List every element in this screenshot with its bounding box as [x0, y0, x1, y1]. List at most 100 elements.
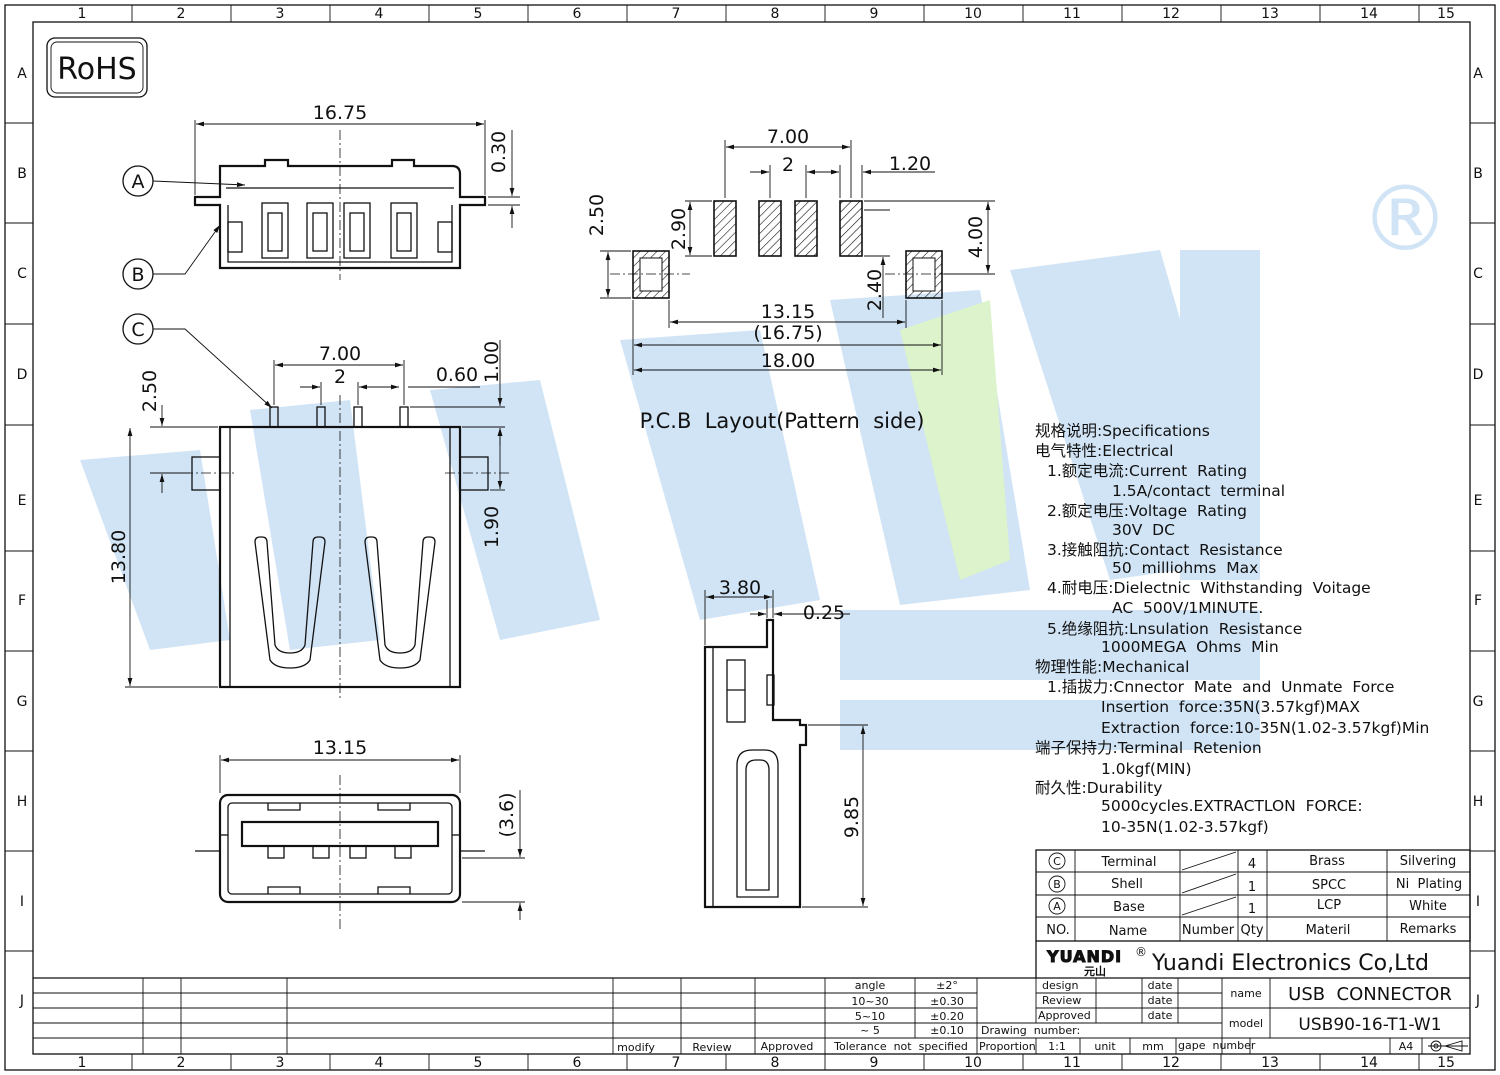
- bom-header-number: Number: [1182, 923, 1235, 938]
- border-column-label: 2: [177, 6, 186, 22]
- dim-top-height: 0.30: [488, 131, 510, 173]
- border-row-label: B: [1473, 166, 1483, 182]
- dim-pcb-peg-offset: 2.50: [586, 194, 608, 236]
- dim-pcb-peg-gap: 2.40: [864, 269, 886, 311]
- tolerance-angle-label: angle: [855, 979, 886, 992]
- company-name: Yuandi Electronics Co,Ltd: [1151, 951, 1429, 976]
- spec-line: 1.插拔力:Cnnector Mate and Unmate Force: [1047, 678, 1394, 696]
- border-row-label: I: [1476, 894, 1480, 910]
- dim-pcb-row-gap: 4.00: [965, 216, 987, 258]
- border-column-label: 5: [474, 1055, 483, 1071]
- bom-table: C Terminal 4 Brass Silvering B Shell 1 S…: [1035, 849, 1471, 942]
- callout-a: A: [132, 171, 145, 193]
- border-column-label: 10: [964, 6, 982, 22]
- border-row-label: G: [17, 694, 28, 710]
- dim-front-pin-width: 0.60: [436, 364, 478, 386]
- spec-line: 5.绝缘阻抗:Lnsulation Resistance: [1047, 620, 1302, 638]
- border-column-label: 6: [573, 1055, 582, 1071]
- bom-qty: 1: [1248, 902, 1256, 917]
- title-block: angle ±2° 10~30 ±0.30 5~10 ±0.20 ~ 5 ±0.…: [33, 977, 1470, 1054]
- border-row-label: A: [1473, 66, 1483, 82]
- border-column-label: 9: [870, 6, 879, 22]
- bom-row: A Base 1 LCP White: [1048, 897, 1447, 917]
- border-column-label: 5: [474, 6, 483, 22]
- border-row-label: I: [20, 894, 24, 910]
- tolerance-value: ±0.30: [930, 995, 964, 1008]
- border-column-label: 15: [1437, 1055, 1455, 1071]
- border-column-label: 14: [1360, 6, 1378, 22]
- revision-review: Review: [692, 1041, 731, 1054]
- border-row-label: D: [1473, 367, 1484, 383]
- border-column-label: 13: [1261, 1055, 1279, 1071]
- bom-remarks: Silvering: [1400, 854, 1457, 869]
- border-row-label: E: [1474, 493, 1483, 509]
- bom-remarks: White: [1409, 899, 1447, 914]
- name-label: name: [1230, 987, 1261, 1000]
- border-row-label: J: [19, 993, 24, 1009]
- bom-header-qty: Qty: [1240, 923, 1263, 938]
- border-column-label: 9: [870, 1055, 879, 1071]
- sheet-border: 1122334455667788991010111112121313141415…: [4, 4, 1496, 1071]
- border-column-label: 4: [375, 6, 384, 22]
- bom-no: C: [1053, 855, 1061, 868]
- bom-material: SPCC: [1312, 878, 1346, 893]
- dim-front-tab: 1.90: [481, 506, 503, 548]
- spec-line: Extraction force:10-35N(1.02-3.57kgf)Min: [1101, 719, 1429, 737]
- tolerance-range: ~ 5: [860, 1024, 880, 1037]
- spec-line: 1.额定电流:Current Rating: [1047, 462, 1247, 480]
- pcb-caption: P.C.B Layout(Pattern side): [640, 409, 925, 433]
- side-view: 3.80 0.25 9.85: [703, 577, 868, 909]
- specifications: 规格说明:Specifications 电气特性:Electrical 1.额定…: [1035, 422, 1429, 836]
- design-label: design: [1042, 979, 1079, 992]
- border-column-label: 1: [78, 6, 87, 22]
- bom-row: B Shell 1 SPCC Ni Plating: [1048, 875, 1462, 895]
- border-column-label: 12: [1162, 1055, 1180, 1071]
- bom-no: B: [1053, 878, 1061, 891]
- projection-symbol-icon: [1428, 1040, 1468, 1052]
- company-logo: YUANDI: [1046, 947, 1122, 966]
- dim-pcb-outer: 18.00: [761, 350, 815, 372]
- spec-line: 电气特性:Electrical: [1035, 442, 1173, 460]
- company-logo-registered: ®: [1135, 945, 1147, 959]
- border-row-label: C: [1473, 266, 1483, 282]
- spec-line: 2.额定电压:Voltage Rating: [1047, 502, 1247, 520]
- dim-pcb-inner: 13.15: [761, 301, 815, 323]
- review-label: Review: [1042, 994, 1081, 1007]
- callout-b: B: [131, 264, 144, 286]
- date-label: date: [1148, 979, 1173, 992]
- border-column-label: 15: [1437, 6, 1455, 22]
- bom-name: Terminal: [1101, 855, 1157, 870]
- border-row-label: A: [17, 66, 27, 82]
- spec-line: 30V DC: [1112, 521, 1175, 539]
- border-column-label: 12: [1162, 6, 1180, 22]
- spec-line: 5000cycles.EXTRACTLON FORCE:: [1101, 797, 1363, 815]
- border-column-label: 3: [276, 1055, 285, 1071]
- dim-side-height: 9.85: [841, 796, 863, 838]
- border-column-label: 13: [1261, 6, 1279, 22]
- drawing-number-label: Drawing number:: [981, 1024, 1080, 1037]
- dim-bottom-width: 13.15: [313, 737, 367, 759]
- approved-label: Approved: [1038, 1009, 1091, 1022]
- watermark-registered: ®: [1360, 167, 1450, 272]
- border-column-label: 14: [1360, 1055, 1378, 1071]
- border-row-label: H: [17, 794, 28, 810]
- border-row-label: F: [1474, 593, 1482, 609]
- tolerance-range: 10~30: [851, 995, 888, 1008]
- front-view: 7.00 2 0.60 1.00 1.90 2.50 13.80: [108, 340, 510, 700]
- top-view: 16.75 0.30: [193, 102, 520, 280]
- model-label: model: [1229, 1017, 1263, 1030]
- spec-line: 10-35N(1.02-3.57kgf): [1101, 818, 1269, 836]
- bom-qty: 1: [1248, 880, 1256, 895]
- callouts: A B C: [122, 165, 273, 409]
- dim-front-pin-offset: 2.50: [139, 370, 161, 412]
- border-column-label: 4: [375, 1055, 384, 1071]
- front-view-pins: [269, 406, 409, 428]
- dim-front-pin-length: 1.00: [481, 341, 503, 383]
- company-logo-cn: 元山: [1084, 964, 1106, 978]
- tolerance-footer: Tolerance not specified: [833, 1040, 968, 1053]
- scale-value: 1:1: [1048, 1040, 1066, 1053]
- company-block: YUANDI ® 元山 Yuandi Electronics Co,Ltd: [1035, 941, 1429, 978]
- border-row-label: J: [1475, 993, 1480, 1009]
- top-view-terminals: [261, 202, 418, 259]
- spec-line: 物理性能:Mechanical: [1035, 658, 1189, 676]
